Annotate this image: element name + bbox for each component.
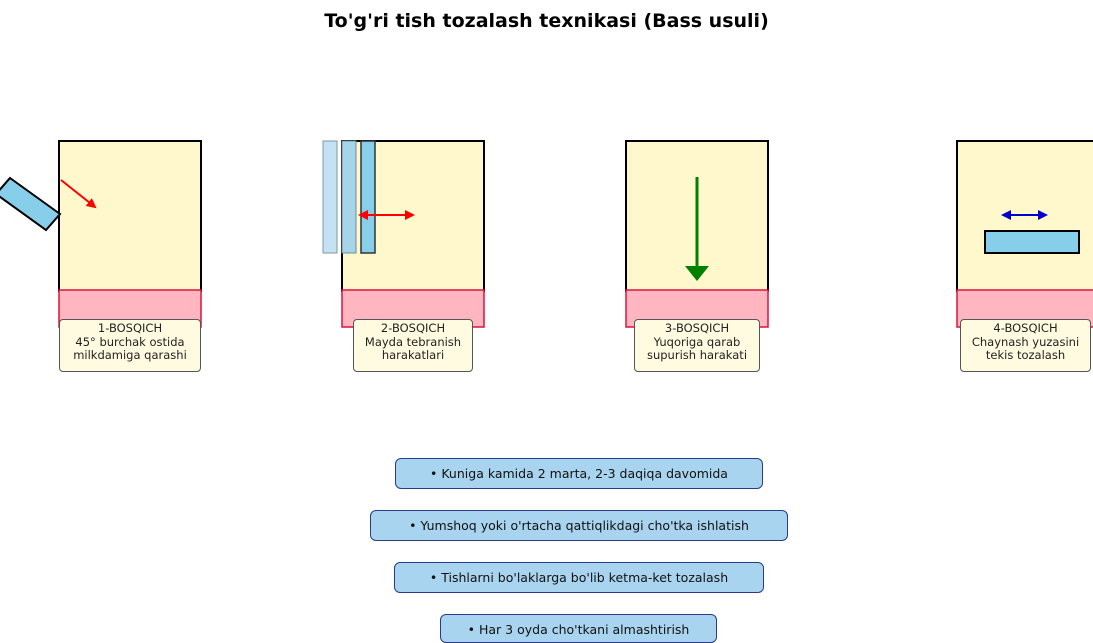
step-1-label: 1-BOSQICH 45° burchak ostida milkdamiga … — [59, 319, 201, 372]
step-1-heading: 1-BOSQICH — [97, 321, 163, 335]
step-2-heading: 2-BOSQICH — [380, 321, 446, 335]
step-1-tooth — [58, 140, 202, 292]
tip-section-cleaning: • Tishlarni bo'laklarga bo'lib ketma-ket… — [394, 562, 764, 593]
step-4-illustration — [956, 140, 1093, 328]
step-3-line-2: supurish harakati — [646, 348, 748, 362]
tip-brushing-frequency: • Kuniga kamida 2 marta, 2-3 daqiqa davo… — [395, 458, 763, 489]
step-2-toothbrush-ghost-1 — [322, 140, 338, 254]
step-4-toothbrush-flat — [984, 230, 1080, 254]
step-3-heading: 3-BOSQICH — [664, 321, 730, 335]
tip-replace-brush: • Har 3 oyda cho'tkani almashtirish — [440, 614, 717, 643]
step-2-label: 2-BOSQICH Mayda tebranish harakatlari — [353, 319, 473, 372]
step-2-toothbrush — [360, 140, 376, 254]
step-3-label: 3-BOSQICH Yuqoriga qarab supurish haraka… — [634, 319, 760, 372]
step-4-line-2: tekis tozalash — [985, 348, 1066, 362]
step-4-line-1: Chaynash yuzasini — [971, 334, 1080, 349]
step-4-label: 4-BOSQICH Chaynash yuzasini tekis tozala… — [960, 319, 1091, 372]
tip-brush-softness: • Yumshoq yoki o'rtacha qattiqlikdagi ch… — [370, 510, 788, 541]
step-1-line-1: 45° burchak ostida — [75, 334, 185, 349]
diagram-title: To'g'ri tish tozalash texnikasi (Bass us… — [324, 10, 769, 32]
step-3-line-1: Yuqoriga qarab — [653, 334, 741, 349]
step-1-line-2: milkdamiga qarashi — [73, 348, 187, 362]
step-2-line-2: harakatlari — [381, 348, 445, 362]
step-1-toothbrush-angled — [0, 176, 62, 232]
step-1-illustration — [0, 140, 202, 328]
step-2-line-1: Mayda tebranish — [364, 334, 462, 349]
step-2-toothbrush-ghost-2 — [341, 140, 357, 254]
step-4-heading: 4-BOSQICH — [993, 321, 1058, 335]
step-2-illustration — [322, 140, 485, 328]
step-3-illustration — [625, 140, 769, 328]
step-1-angle-arrow — [60, 179, 97, 209]
step-3-sweep-arrow-head — [685, 266, 709, 281]
